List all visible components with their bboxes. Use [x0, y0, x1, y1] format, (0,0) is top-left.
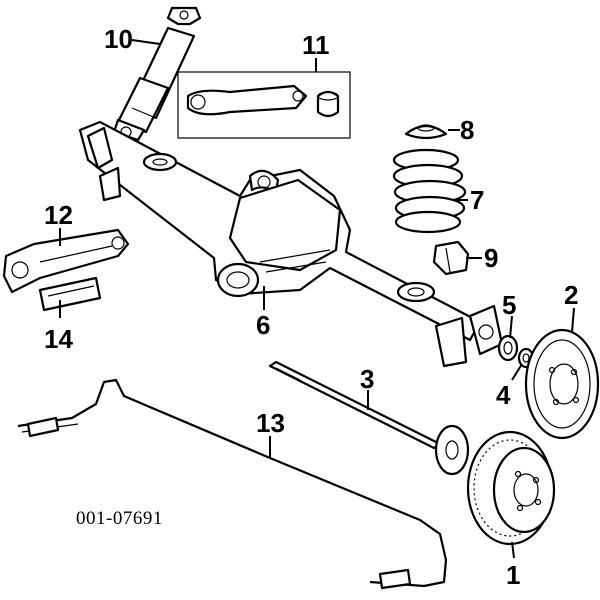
callout-10: 10: [104, 24, 133, 54]
bump-stop: [432, 240, 470, 276]
callout-2: 2: [564, 280, 578, 310]
axle-shaft: [268, 360, 470, 476]
callout-4: 4: [496, 380, 511, 410]
shock-absorber: [112, 6, 202, 142]
callout-14: 14: [44, 324, 73, 354]
stabilizer-bar: [17, 378, 448, 590]
callout-5: 5: [502, 290, 516, 320]
seal: [497, 334, 519, 362]
callout-8: 8: [460, 115, 474, 145]
spring-insulator: [404, 124, 448, 140]
callout-11: 11: [302, 30, 330, 60]
callout-13: 13: [256, 408, 285, 438]
reference-code: 001-07691: [76, 508, 163, 529]
lower-control-arm: [2, 228, 130, 294]
backing-plate: [524, 328, 600, 440]
coil-spring: [392, 148, 467, 234]
bracket: [38, 276, 102, 312]
callout-12: 12: [44, 200, 73, 230]
axle-housing: [78, 120, 504, 368]
callout-3: 3: [360, 364, 374, 394]
brake-drum: [466, 430, 556, 546]
upper-control-arm: [177, 71, 351, 139]
callout-9: 9: [484, 243, 498, 273]
leader-lines: [59, 39, 575, 559]
callout-6: 6: [256, 310, 270, 340]
callout-7: 7: [470, 185, 484, 215]
callout-1: 1: [506, 560, 520, 590]
